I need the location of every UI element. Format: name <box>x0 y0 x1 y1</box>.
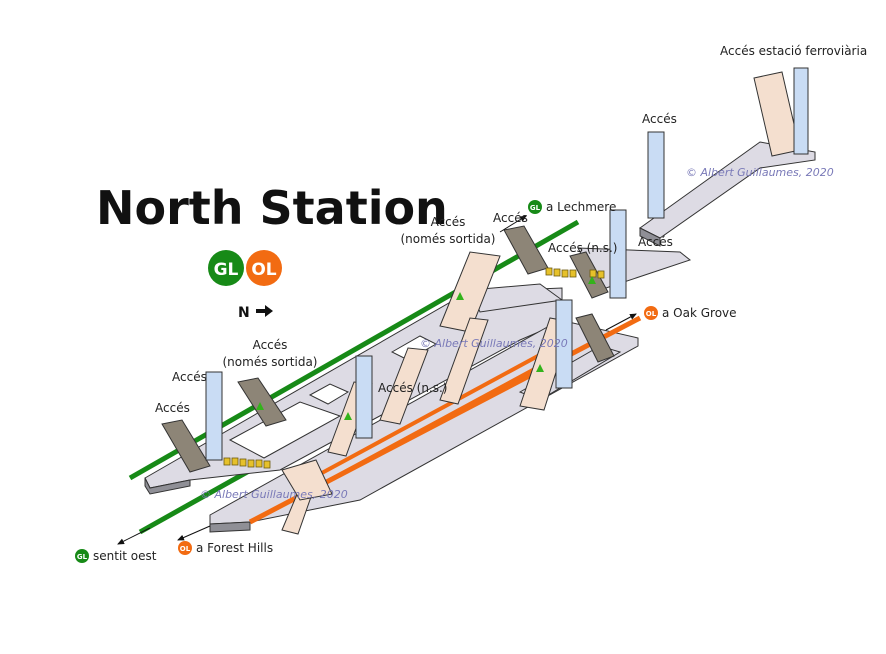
destination-lechmere: GL a Lechmere <box>528 200 616 214</box>
gl-badge-circle <box>208 250 244 286</box>
label-acces-left-lower: Accés <box>155 401 190 415</box>
label-acces-top: Accés <box>642 112 677 126</box>
label-sentit-oest: sentit oest <box>93 549 157 563</box>
watermark-center: © Albert Guillaumes, 2020 <box>420 337 568 350</box>
label-acces-estacio: Accés estació ferroviària <box>720 44 867 58</box>
north-label: N <box>238 305 250 321</box>
gl-small-badge <box>528 200 542 214</box>
concourse-corridor <box>577 141 816 291</box>
label-acces-sortida-left-2: (només sortida) <box>223 355 318 369</box>
ol-badge-circle <box>246 250 282 286</box>
label-acces-n-s-center: Accés (n.s.) <box>378 381 448 395</box>
arrow-oak-grove <box>605 313 637 331</box>
ol-badge: OL <box>246 250 282 286</box>
gl-small-badge <box>75 549 89 563</box>
elevators <box>205 299 573 461</box>
label-acces-n-s-right: Accés (n.s.) <box>548 241 618 255</box>
ol-small-badge <box>644 306 658 320</box>
ol-small-badge <box>178 541 192 555</box>
arrow-lechmere <box>499 215 527 233</box>
gl-small-badge-label: GL <box>530 204 541 212</box>
gl-badge-label: GL <box>214 260 239 280</box>
destination-sentit-oest: GL sentit oest <box>75 549 157 563</box>
arrow-forest-hills <box>177 525 211 541</box>
gl-small-badge-label: GL <box>77 553 88 561</box>
label-acces-sortida-right-2: (només sortida) <box>401 232 496 246</box>
label-lechmere: a Lechmere <box>546 200 616 214</box>
escalator-direction-arrows <box>256 276 596 420</box>
watermark-top: © Albert Guillaumes, 2020 <box>686 166 834 179</box>
label-acces-left-upper: Accés <box>172 370 207 384</box>
label-forest-hills: a Forest Hills <box>196 541 273 555</box>
label-acces-right: Accés <box>638 235 673 249</box>
street-access-stairs <box>161 225 615 473</box>
ol-small-badge-label: OL <box>646 310 657 318</box>
label-acces-gl: Accés <box>493 211 528 225</box>
gl-badge: GL <box>208 250 244 286</box>
elevator-column-top <box>647 131 665 219</box>
fare-gates <box>223 267 605 469</box>
watermark-bottom: © Albert Guillaumes, 2020 <box>200 488 348 501</box>
label-acces-sortida-right-1: Accés <box>431 215 466 229</box>
ol-small-badge-label: OL <box>180 545 191 553</box>
railway-station-escalator <box>753 67 809 157</box>
label-acces-sortida-left-1: Accés <box>253 338 288 352</box>
arrow-sentit-oest <box>117 527 151 545</box>
destination-oak-grove: OL a Oak Grove <box>644 306 737 320</box>
destination-forest-hills: OL a Forest Hills <box>178 541 273 555</box>
elevator-column-right <box>609 209 627 299</box>
label-oak-grove: a Oak Grove <box>662 306 737 320</box>
page-title: North Station <box>96 181 448 235</box>
north-arrow-icon <box>256 305 273 317</box>
ol-badge-label: OL <box>251 260 276 280</box>
